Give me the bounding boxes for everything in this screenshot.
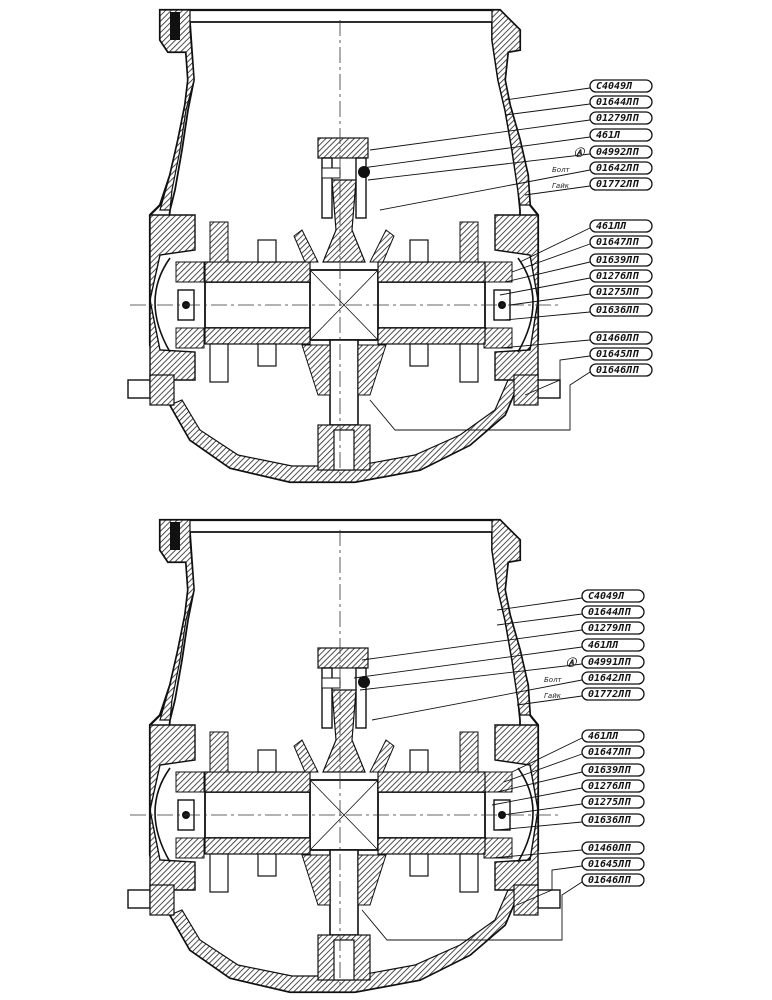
callout-label: 01644ЛП — [596, 97, 639, 108]
callout-label: C4049Л — [588, 591, 625, 602]
callout-tag: 461Л — [589, 128, 653, 142]
callout-label: 461Л — [596, 130, 621, 141]
callout-tag: 01646ЛП — [589, 363, 653, 377]
note-upper-1: Болт — [552, 166, 571, 174]
callout-tag: 01646ЛП — [581, 873, 645, 887]
callout-tag: 01460ЛП — [581, 841, 645, 855]
callout-tag: 01276ЛП — [589, 269, 653, 283]
marker-upper: Ⓐ — [574, 147, 586, 159]
callout-tag: 01645ЛП — [589, 347, 653, 361]
callout-label: 01275ЛП — [596, 287, 639, 298]
lower-view: Болт Гайк Ⓐ C4049Л 01644ЛП 01279ЛП 461ЛЛ 049… — [126, 518, 645, 994]
callout-label: 01276ЛП — [588, 781, 631, 792]
callout-tag: 01279ЛП — [581, 621, 645, 635]
callout-tag: 01647ЛП — [581, 745, 645, 759]
callout-tag: 01644ЛП — [581, 605, 645, 619]
callout-label: 01644ЛП — [588, 607, 631, 618]
callout-label: 01646ЛП — [588, 875, 631, 886]
callout-tag: 01642ЛП — [581, 671, 645, 685]
callout-label: 01460ЛП — [596, 333, 639, 344]
callouts-lower: C4049Л 01644ЛП 01279ЛП 461ЛЛ 04991ЛП 01642ЛП 0… — [581, 589, 645, 887]
callout-label: 01647ЛП — [588, 747, 631, 758]
callout-label: 461ЛЛ — [596, 221, 627, 232]
callout-tag: 01275ЛП — [589, 285, 653, 299]
callout-tag: 01644ЛП — [589, 95, 653, 109]
callout-label: 04992ЛП — [596, 147, 639, 158]
callout-label: 01636ЛП — [588, 815, 631, 826]
callout-tag: C4049Л — [581, 589, 645, 603]
upper-view: Болт Гайк Ⓐ C4049Л 01644ЛП 01279ЛП 461Л 0499… — [126, 8, 653, 484]
callout-label: 461ЛЛ — [588, 731, 619, 742]
callout-label: 01642ЛП — [596, 163, 639, 174]
callout-tag: 461ЛЛ — [581, 638, 645, 652]
marker-lower: Ⓐ — [566, 657, 578, 669]
callout-label: C4049Л — [596, 81, 633, 92]
callout-tag: 01279ЛП — [589, 111, 653, 125]
callout-label: 01639ЛП — [588, 765, 631, 776]
callout-tag: 01636ЛП — [589, 303, 653, 317]
callout-tag: 01647ЛП — [589, 235, 653, 249]
callout-tag: 01276ЛП — [581, 779, 645, 793]
callout-tag: 01636ЛП — [581, 813, 645, 827]
callout-tag: 04992ЛП — [589, 145, 653, 159]
note-lower-2: Гайк — [544, 692, 562, 700]
callout-tag: 461ЛЛ — [581, 729, 645, 743]
callout-tag: 01772ЛП — [581, 687, 645, 701]
callout-tag: 01460ЛП — [589, 331, 653, 345]
callout-label: 01772ЛП — [596, 179, 639, 190]
callout-tag: 01639ЛП — [581, 763, 645, 777]
callout-label: 01279ЛП — [588, 623, 631, 634]
callout-tag: 01645ЛП — [581, 857, 645, 871]
callout-label: 01276ЛП — [596, 271, 639, 282]
callout-label: 01646ЛП — [596, 365, 639, 376]
callout-label: 01460ЛП — [588, 843, 631, 854]
callout-tag: 461ЛЛ — [589, 219, 653, 233]
callout-label: 01275ЛП — [588, 797, 631, 808]
callout-tag: C4049Л — [589, 79, 653, 93]
callout-label: 01772ЛП — [588, 689, 631, 700]
callout-label: 01636ЛП — [596, 305, 639, 316]
note-upper-2: Гайк — [552, 182, 570, 190]
callout-label: 01645ЛП — [588, 859, 631, 870]
callout-label: 01642ЛП — [588, 673, 631, 684]
callout-label: 01647ЛП — [596, 237, 639, 248]
callout-tag: 01642ЛП — [589, 161, 653, 175]
callout-tag: 01639ЛП — [589, 253, 653, 267]
note-lower-1: Болт — [544, 676, 563, 684]
callout-label: 01279ЛП — [596, 113, 639, 124]
callout-label: 461ЛЛ — [588, 640, 619, 651]
callout-tag: 01772ЛП — [589, 177, 653, 191]
callout-label: 04991ЛП — [588, 657, 631, 668]
callouts-upper: C4049Л 01644ЛП 01279ЛП 461Л 04992ЛП 01642ЛП 01… — [589, 79, 653, 377]
callout-label: 01645ЛП — [596, 349, 639, 360]
callout-tag: 01275ЛП — [581, 795, 645, 809]
callout-label: 01639ЛП — [596, 255, 639, 266]
callout-tag: 04991ЛП — [581, 655, 645, 669]
